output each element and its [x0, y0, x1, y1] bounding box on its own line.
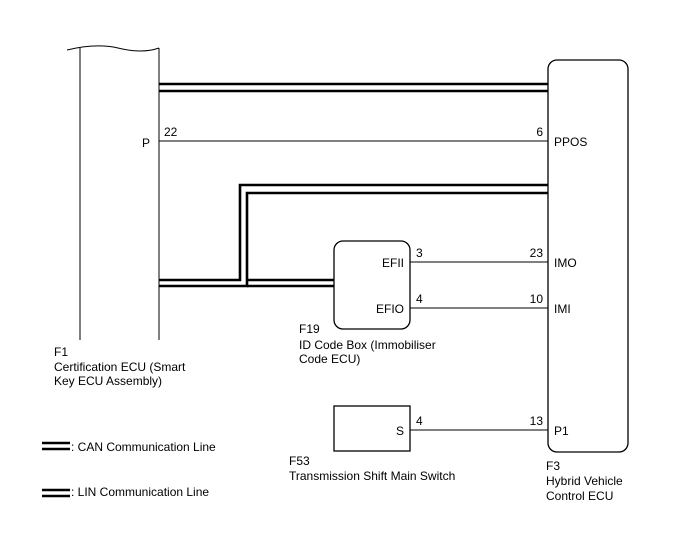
svg-text:F3: F3 — [546, 459, 560, 473]
svg-text:ID Code Box (Immobiliser: ID Code Box (Immobiliser — [299, 338, 436, 352]
f53-pin-s: 4 — [416, 414, 423, 428]
f3-terminal-imi: IMI — [554, 302, 571, 316]
legend-can: : CAN Communication Line — [42, 440, 216, 454]
lin-communication-line — [159, 183, 548, 288]
svg-text:Transmission Shift Main Switch: Transmission Shift Main Switch — [289, 469, 455, 483]
svg-text:F19: F19 — [299, 322, 320, 336]
svg-text:Code ECU): Code ECU) — [299, 352, 360, 366]
f3-pin-p1: 13 — [530, 414, 544, 428]
svg-text:Key ECU Assembly): Key ECU Assembly) — [54, 374, 162, 388]
f1-caption: F1 Certification ECU (Smart Key ECU Asse… — [54, 345, 186, 388]
legend-lin: : LIN Communication Line — [42, 485, 209, 499]
svg-text:Certification ECU (Smart: Certification ECU (Smart — [54, 360, 186, 374]
f19-pin-efii: 3 — [416, 246, 423, 260]
f19-terminal-efii: EFII — [382, 256, 404, 270]
svg-text:Control ECU: Control ECU — [546, 489, 613, 503]
f1-terminal-label: P — [142, 136, 150, 150]
svg-text:F53: F53 — [289, 454, 310, 468]
can-communication-line — [159, 82, 548, 93]
svg-text:Hybrid Vehicle: Hybrid Vehicle — [546, 474, 623, 488]
svg-text:: LIN Communication Line: : LIN Communication Line — [71, 485, 209, 499]
f1-pin-number: 22 — [164, 125, 178, 139]
f1-certification-ecu — [66, 45, 160, 340]
lin-line-swatch-icon — [42, 488, 70, 498]
f3-pin-imo: 23 — [530, 246, 544, 260]
f19-caption: F19 ID Code Box (Immobiliser Code ECU) — [299, 322, 436, 366]
f3-pin-ppos: 6 — [536, 125, 543, 139]
svg-text:: CAN Communication Line: : CAN Communication Line — [71, 440, 216, 454]
f3-terminal-imo: IMO — [554, 256, 577, 270]
f3-hybrid-vehicle-control-ecu — [547, 59, 629, 453]
f3-terminal-p1: P1 — [554, 424, 569, 438]
f53-transmission-shift-main-switch — [333, 405, 411, 452]
f53-terminal-s: S — [396, 424, 404, 438]
f3-terminal-ppos: PPOS — [554, 135, 587, 149]
svg-text:F1: F1 — [54, 345, 68, 359]
f3-caption: F3 Hybrid Vehicle Control ECU — [546, 459, 623, 503]
f19-pin-efio: 4 — [416, 292, 423, 306]
can-line-swatch-icon — [42, 441, 70, 451]
f3-pin-imi: 10 — [530, 292, 544, 306]
f53-caption: F53 Transmission Shift Main Switch — [289, 454, 455, 483]
f19-terminal-efio: EFIO — [376, 302, 404, 316]
